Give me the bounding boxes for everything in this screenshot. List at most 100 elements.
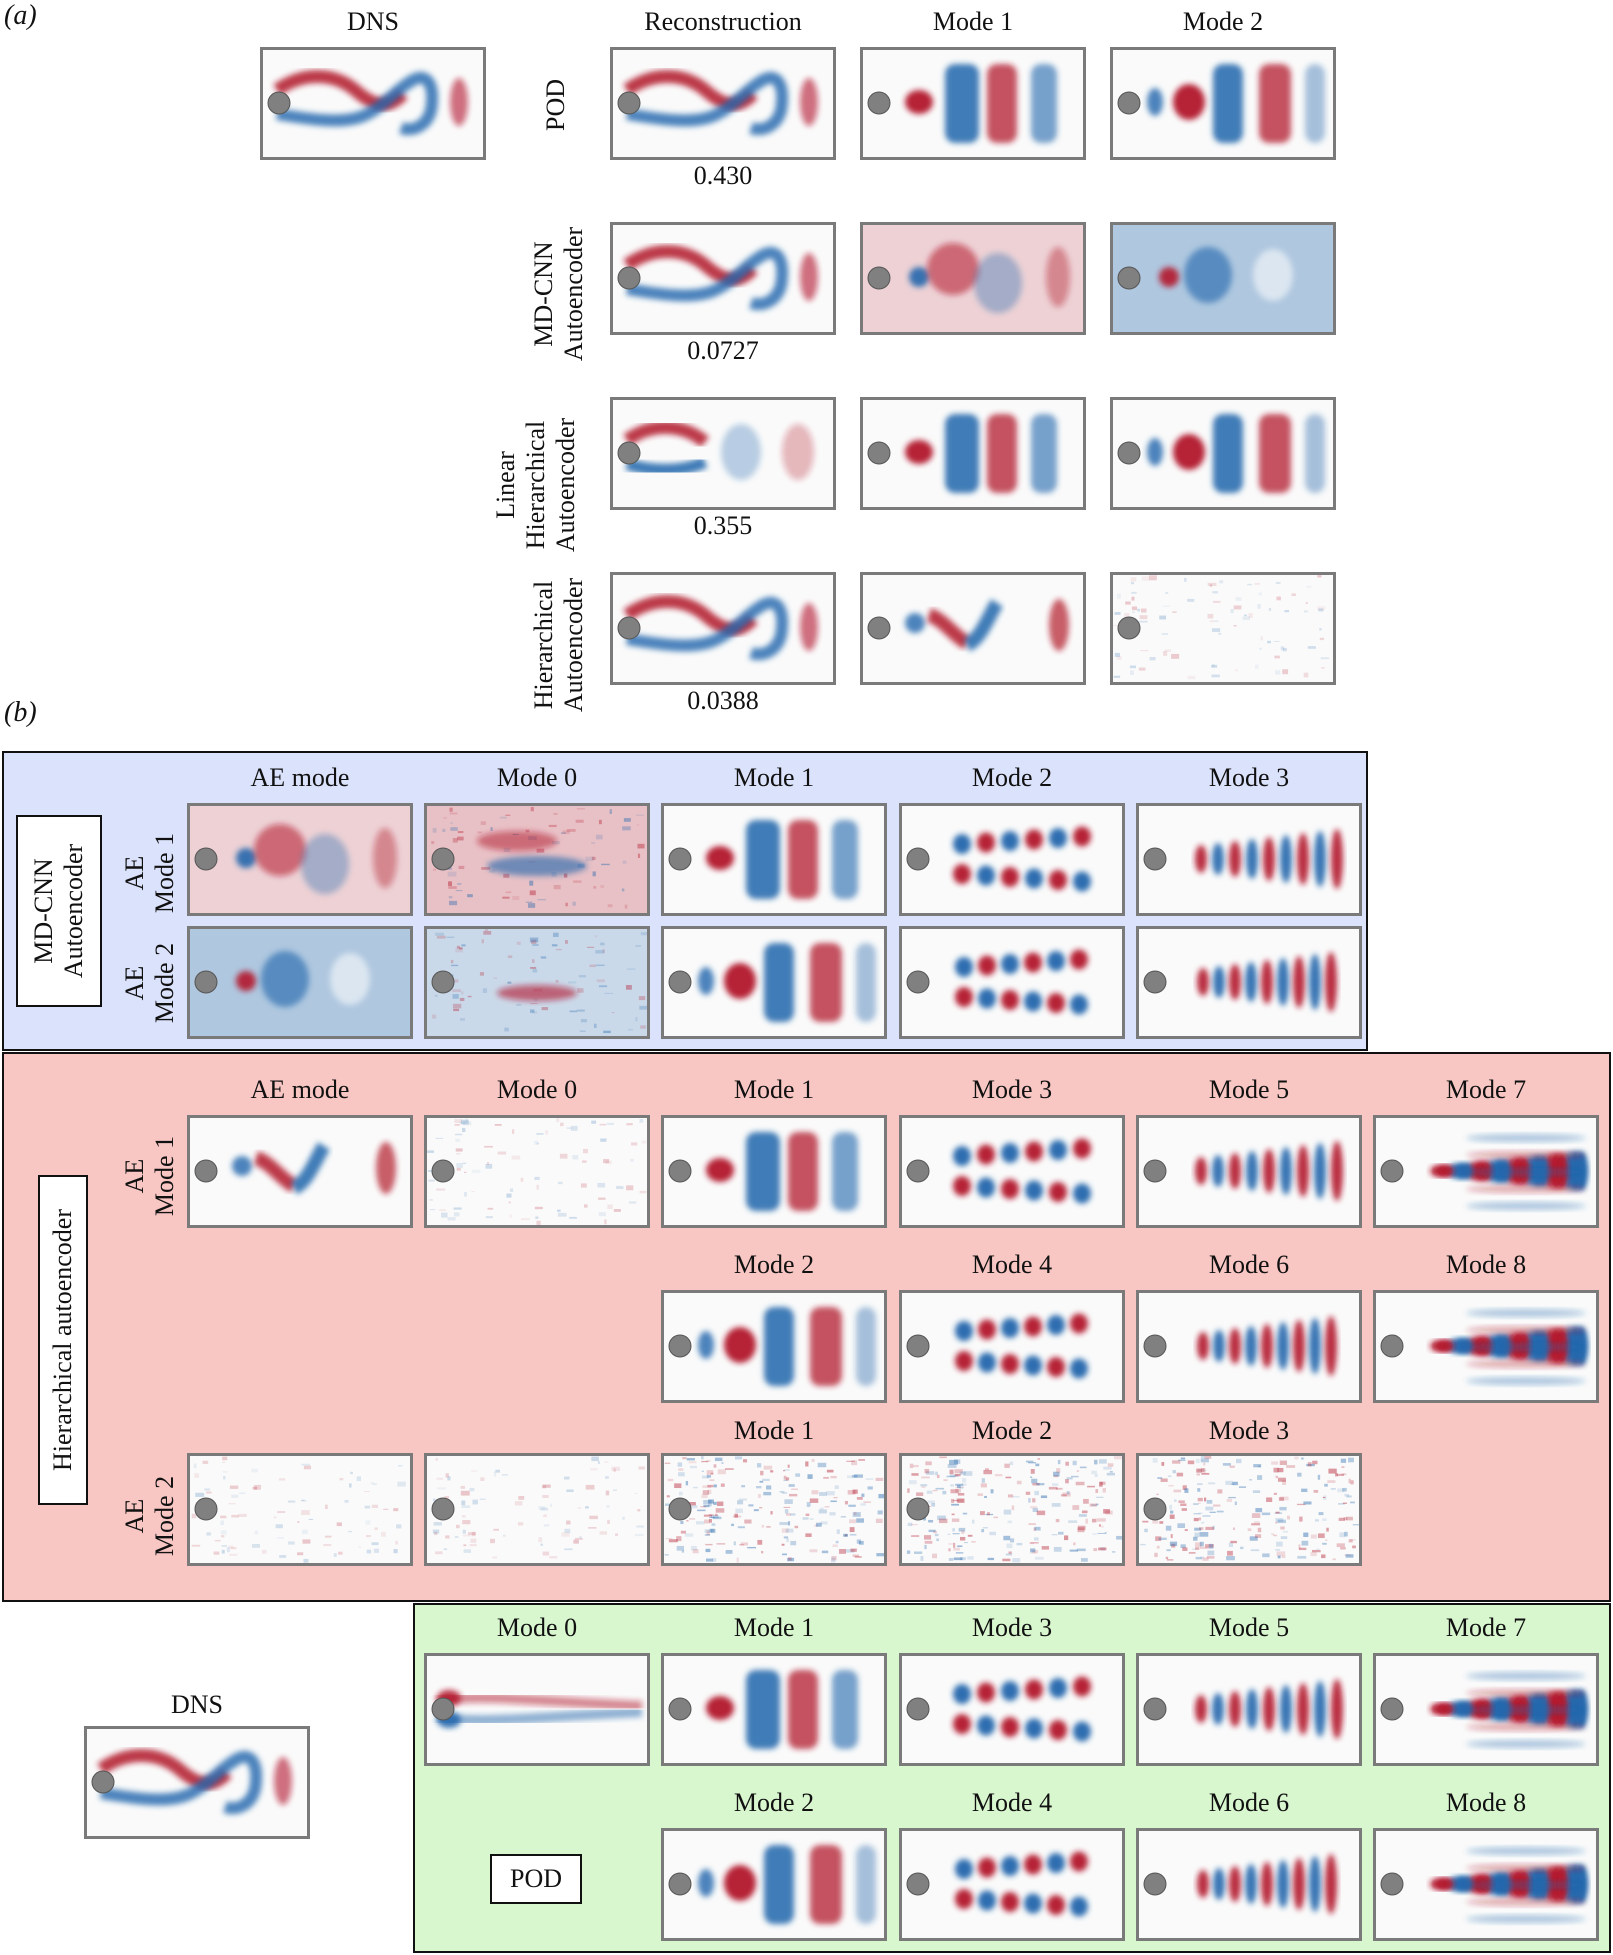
flow-field-image	[668, 1845, 876, 1924]
cylinder-icon	[1143, 1497, 1167, 1521]
col-header-reconstruction: Reconstruction	[644, 7, 802, 36]
flow-field-image	[906, 1851, 1088, 1917]
flow-field-image	[1140, 1456, 1359, 1561]
flow-field-image	[668, 1307, 876, 1386]
cylinder-icon	[617, 616, 641, 640]
pod-b-mode-4	[899, 1828, 1125, 1941]
flow-field-image	[1113, 225, 1333, 332]
cylinder-icon	[1117, 441, 1141, 465]
row-label-line: MD-CNN	[529, 241, 558, 347]
mdcnn-ae1-mode-1	[661, 803, 887, 916]
cylinder-icon	[867, 91, 891, 115]
pod-col-mode-1: Mode 1	[733, 1613, 815, 1642]
flow-field-image	[1380, 1309, 1587, 1385]
cylinder-icon	[431, 1159, 455, 1183]
row-label-line: AE	[120, 855, 149, 891]
mdcnn-col-ae-mode: AE mode	[250, 763, 350, 792]
cylinder-icon	[1143, 1159, 1167, 1183]
cylinder-icon	[267, 91, 291, 115]
mdcnn-reconstruction	[610, 222, 836, 335]
flow-field-image	[1143, 1679, 1343, 1739]
flow-field-image	[668, 1670, 858, 1749]
pod-mode-1	[860, 47, 1086, 160]
flow-field-image	[194, 1142, 396, 1195]
pod-col-mode-4: Mode 4	[971, 1788, 1053, 1817]
flow-field-image	[863, 225, 1083, 332]
mdcnn-ae1-ae-mode	[187, 803, 413, 916]
pod-mode-2	[1110, 47, 1336, 160]
linear-hier-mode-2	[1110, 397, 1336, 510]
hier-col-mode-5: Mode 5	[1208, 1075, 1290, 1104]
hier-ae2-mode-2	[899, 1453, 1125, 1566]
row-label-line: POD	[541, 79, 570, 132]
pod-col-mode-2: Mode 2	[733, 1788, 815, 1817]
mdcnn-title-line: MD-CNN	[29, 858, 58, 964]
hier-ae1-mode-1	[661, 1115, 887, 1228]
mdcnn-ae2-mode-2	[899, 926, 1125, 1039]
dns-label: DNS	[346, 7, 399, 36]
mdcnn-ae1-mode-2	[899, 803, 1125, 916]
cylinder-icon	[431, 1497, 455, 1521]
cylinder-icon	[431, 970, 455, 994]
flow-field-image	[1143, 1316, 1337, 1376]
hier-ae2-col-mode-3: Mode 3	[1208, 1416, 1290, 1445]
hier-ae1-mode-2	[661, 1290, 887, 1403]
flow-field-image	[427, 929, 647, 1036]
pod-b-mode-1	[661, 1653, 887, 1766]
mdcnn-ae2-mode-0	[424, 926, 650, 1039]
cylinder-icon	[668, 1872, 692, 1896]
pod-col-mode-3: Mode 3	[971, 1613, 1053, 1642]
row-label-linear-hierarchical: Linear Hierarchical Autoencoder	[491, 405, 581, 565]
hier-col-mode-2: Mode 2	[733, 1250, 815, 1279]
cylinder-icon	[906, 1872, 930, 1896]
flow-field-image	[906, 1456, 1122, 1563]
cylinder-icon	[194, 847, 218, 871]
hier-row-label-2: AE Mode 2	[120, 1460, 180, 1572]
pod-col-mode-8: Mode 8	[1445, 1788, 1527, 1817]
hier-mode-1	[860, 572, 1086, 685]
cylinder-icon	[431, 847, 455, 871]
cylinder-icon	[668, 1697, 692, 1721]
cylinder-icon	[1143, 1697, 1167, 1721]
hier-ae1-mode-0	[424, 1115, 650, 1228]
panel-a-tag: (a)	[4, 0, 37, 31]
mdcnn-row-label-1: AE Mode 1	[120, 817, 180, 929]
hier-ae2-col-mode-2: Mode 2	[971, 1416, 1053, 1445]
cylinder-icon	[617, 266, 641, 290]
flow-field-image	[668, 1132, 858, 1211]
row-label-line: Autoencoder	[559, 226, 588, 362]
cylinder-icon	[668, 970, 692, 994]
pod-b-mode-3	[899, 1653, 1125, 1766]
hier-row-label-1: AE Mode 1	[120, 1120, 180, 1232]
flow-field-image	[1380, 1847, 1587, 1923]
flow-field-image	[617, 595, 818, 661]
row-label-line: Autoencoder	[559, 577, 588, 713]
hier-ae1-mode-5	[1136, 1115, 1362, 1228]
cylinder-icon	[617, 91, 641, 115]
pod-col-mode-5: Mode 5	[1208, 1613, 1290, 1642]
hier-col-mode-7: Mode 7	[1445, 1075, 1527, 1104]
hier-ae1-mode-3	[899, 1115, 1125, 1228]
hier-col-mode-0: Mode 0	[496, 1075, 578, 1104]
hier-ae2-col-mode-1: Mode 1	[733, 1416, 815, 1445]
flow-field-image	[1143, 829, 1343, 889]
row-label-line: Autoencoder	[551, 417, 580, 553]
hier-col-mode-3: Mode 3	[971, 1075, 1053, 1104]
cylinder-icon	[194, 1159, 218, 1183]
cylinder-icon	[431, 1697, 455, 1721]
flow-field-image	[867, 64, 1057, 143]
cylinder-icon	[1117, 616, 1141, 640]
col-header-mode-2: Mode 2	[1182, 7, 1264, 36]
hier-ae1-mode-7	[1373, 1115, 1599, 1228]
cylinder-icon	[91, 1770, 115, 1794]
mdcnn-ae2-mode-1	[661, 926, 887, 1039]
mdcnn-ae1-mode-0	[424, 803, 650, 916]
row-label-hierarchical: Hierarchical Autoencoder	[529, 565, 589, 725]
cylinder-icon	[906, 847, 930, 871]
cylinder-icon	[668, 1334, 692, 1358]
pod-error: 0.430	[693, 161, 753, 190]
col-header-mode-1: Mode 1	[932, 7, 1014, 36]
flow-field-image	[867, 414, 1057, 493]
flow-field-image	[906, 1313, 1088, 1379]
pod-b-mode-2	[661, 1828, 887, 1941]
